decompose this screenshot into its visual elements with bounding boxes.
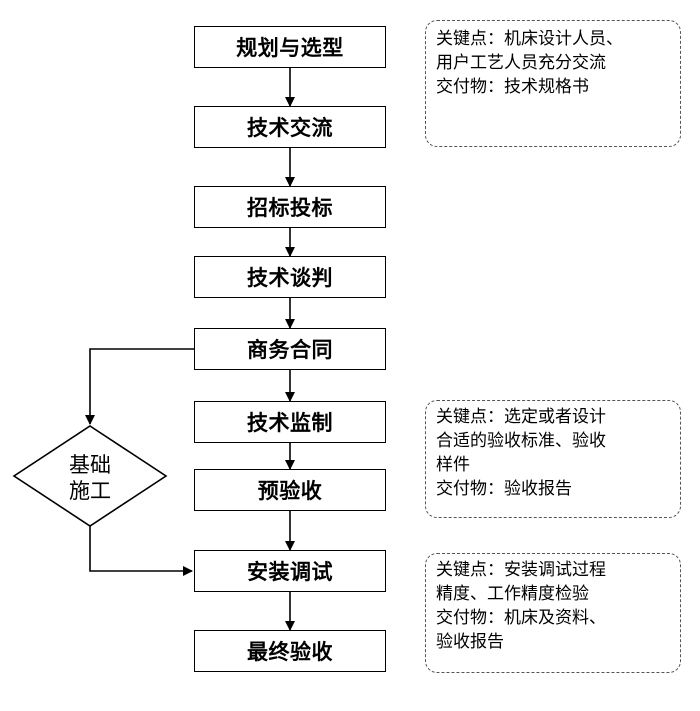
note-planning-exchange: 关键点：机床设计人员、 用户工艺人员充分交流 交付物：技术规格书 [425, 20, 681, 147]
step-pre-acceptance: 预验收 [194, 469, 386, 511]
step-final-acceptance: 最终验收 [194, 630, 386, 672]
note-line: 用户工艺人员充分交流 [436, 53, 606, 73]
foundation-label-line1: 基础 [69, 453, 111, 477]
step-technical-supervision: 技术监制 [194, 401, 386, 443]
step-commercial-contract: 商务合同 [194, 328, 386, 370]
note-line: 验收报告 [436, 632, 504, 652]
note-line: 交付物：验收报告 [436, 479, 572, 499]
note-line: 交付物：技术规格书 [436, 77, 589, 97]
note-line: 交付物：机床及资料、 [436, 608, 606, 628]
note-line: 关键点：选定或者设计 [436, 407, 606, 427]
branch-line-contract-to-foundation [85, 348, 194, 425]
note-line: 合适的验收标准、验收 [436, 431, 606, 451]
note-line: 精度、工作精度检验 [436, 584, 589, 604]
step-technical-negotiation: 技术谈判 [194, 256, 386, 298]
branch-line-foundation-to-installation [89, 526, 193, 576]
note-line: 关键点：机床设计人员、 [436, 29, 623, 49]
step-planning-selection: 规划与选型 [194, 26, 386, 68]
note-line: 样件 [436, 455, 470, 475]
step-installation-debugging: 安装调试 [194, 550, 386, 592]
step-technical-exchange: 技术交流 [194, 106, 386, 148]
foundation-construction-label: 基础 施工 [40, 452, 140, 503]
note-line: 关键点：安装调试过程 [436, 560, 606, 580]
note-installation-final: 关键点：安装调试过程 精度、工作精度检验 交付物：机床及资料、 验收报告 [425, 553, 681, 673]
foundation-label-line2: 施工 [69, 479, 111, 503]
step-bidding: 招标投标 [194, 186, 386, 228]
note-supervision-acceptance: 关键点：选定或者设计 合适的验收标准、验收 样件 交付物：验收报告 [425, 400, 681, 518]
